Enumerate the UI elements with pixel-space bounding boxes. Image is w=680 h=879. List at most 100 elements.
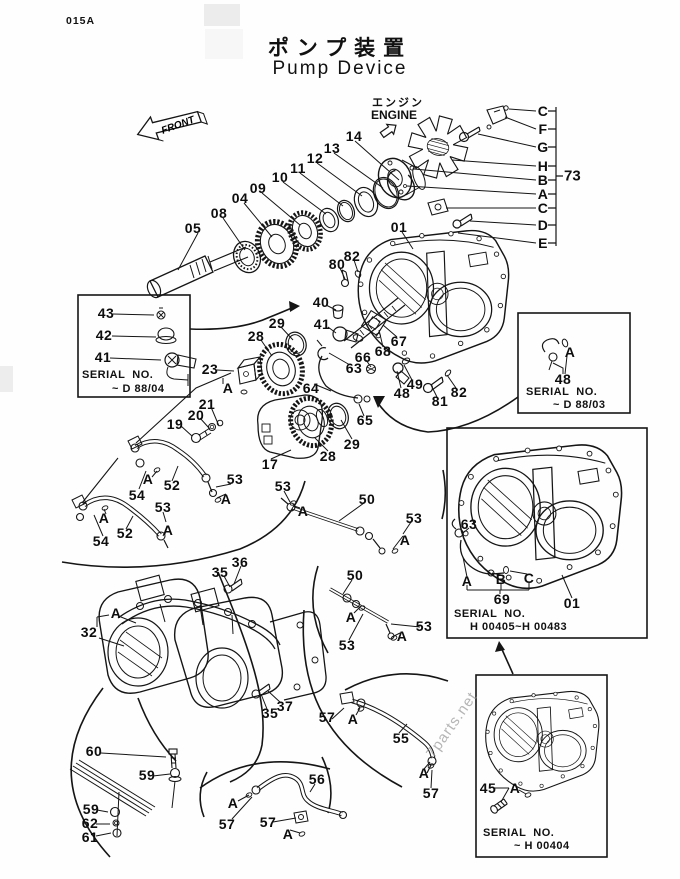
ref-letter-F: F (538, 121, 548, 137)
serial-no-value-3: H 00405~H 00483 (470, 621, 568, 633)
leader-lines (93, 140, 457, 837)
callout-14: 14 (345, 128, 363, 144)
callout-A: A (110, 605, 122, 621)
page-title-japanese: ポンプ装置 (267, 37, 413, 60)
callout-A: A (399, 532, 411, 548)
callout-48: 48 (393, 385, 411, 401)
callout-54: 54 (92, 533, 110, 549)
callout-53: 53 (415, 618, 433, 634)
ref-letter-C: C (537, 200, 549, 216)
ref-letter-E: E (538, 235, 548, 251)
callout-61: 61 (81, 829, 99, 845)
pipes-drawing (71, 435, 437, 837)
group-number-label: 73 (564, 167, 581, 185)
callout-17: 17 (261, 456, 279, 472)
reference-ovals (101, 467, 435, 837)
callout-69: 69 (493, 591, 511, 607)
fan-coupling-drawing (377, 105, 509, 229)
ref-letter-C: C (537, 103, 549, 119)
callout-53: 53 (226, 471, 244, 487)
page-code: 015A (66, 15, 96, 27)
callout-C: C (523, 570, 535, 586)
front-arrow-icon: FRONT (136, 110, 209, 142)
serial-box-2 (517, 312, 631, 414)
letter-ladder-lines (406, 107, 563, 246)
ref-letter-G: G (537, 139, 549, 155)
ref-letter-A: A (537, 186, 549, 202)
callout-53: 53 (154, 499, 172, 515)
callout-57: 57 (218, 816, 236, 832)
callout-60: 60 (85, 743, 103, 759)
callout-A: A (345, 609, 357, 625)
serial-box-4 (475, 674, 608, 858)
serial-box-1 (77, 294, 197, 398)
callout-A: A (220, 491, 232, 507)
callout-42: 42 (95, 327, 113, 343)
callout-50: 50 (346, 567, 364, 583)
callout-82: 82 (343, 248, 361, 264)
valve-23-drawing (236, 355, 263, 395)
callout-01: 01 (563, 595, 581, 611)
callout-12: 12 (306, 150, 324, 166)
coupling-hardware-drawing (427, 105, 509, 229)
callout-A: A (227, 795, 239, 811)
callout-36: 36 (231, 554, 249, 570)
callout-52: 52 (163, 477, 181, 493)
engine-label-japanese: エンジン (372, 97, 424, 109)
callout-68: 68 (374, 343, 392, 359)
callout-23: 23 (201, 361, 219, 377)
callout-A: A (162, 522, 174, 538)
serial-box-3 (446, 427, 648, 639)
callout-63: 63 (345, 360, 363, 376)
callout-05: 05 (184, 220, 202, 236)
engine-label-english: ENGINE (371, 108, 418, 122)
callout-50: 50 (358, 491, 376, 507)
callout-59: 59 (82, 801, 100, 817)
serial-no-label-3: SERIAL NO. (454, 608, 526, 620)
callout-66: 66 (354, 349, 372, 365)
serial-no-value-4: ~ H 00404 (514, 840, 570, 852)
callout-20: 20 (187, 407, 205, 423)
callout-29: 29 (268, 315, 286, 331)
callout-A: A (461, 573, 473, 589)
callout-81: 81 (431, 393, 449, 409)
callout-48: 48 (554, 371, 572, 387)
callout-08: 08 (210, 205, 228, 221)
callout-A: A (297, 503, 309, 519)
callout-45: 45 (479, 780, 497, 796)
callout-35: 35 (211, 564, 229, 580)
sweep-curves (61, 372, 449, 858)
callout-09: 09 (249, 180, 267, 196)
main-housing-drawing (343, 229, 510, 364)
callout-13: 13 (323, 140, 341, 156)
callout-29: 29 (343, 436, 361, 452)
callout-37: 37 (276, 698, 294, 714)
callout-A: A (142, 471, 154, 487)
callout-32: 32 (80, 624, 98, 640)
callout-53: 53 (405, 510, 423, 526)
callout-55: 55 (392, 730, 410, 746)
callout-62: 62 (81, 815, 99, 831)
callout-A: A (564, 344, 576, 360)
callout-57: 57 (259, 814, 277, 830)
callout-B: B (495, 571, 507, 587)
callout-A: A (282, 826, 294, 842)
callout-49: 49 (406, 376, 424, 392)
callout-10: 10 (271, 169, 289, 185)
page-title-english: Pump Device (272, 58, 408, 79)
front-label: FRONT (160, 114, 197, 136)
callout-41: 41 (94, 349, 112, 365)
callout-53: 53 (338, 637, 356, 653)
callout-57: 57 (318, 709, 336, 725)
callout-28: 28 (319, 448, 337, 464)
ref-letter-H: H (537, 158, 549, 174)
callout-A: A (98, 510, 110, 526)
callout-56: 56 (308, 771, 326, 787)
callout-21: 21 (198, 396, 216, 412)
callout-11: 11 (290, 160, 306, 176)
callout-A: A (222, 380, 234, 396)
callout-35: 35 (261, 705, 279, 721)
serial-no-value-1: ~ D 88/04 (112, 383, 165, 395)
